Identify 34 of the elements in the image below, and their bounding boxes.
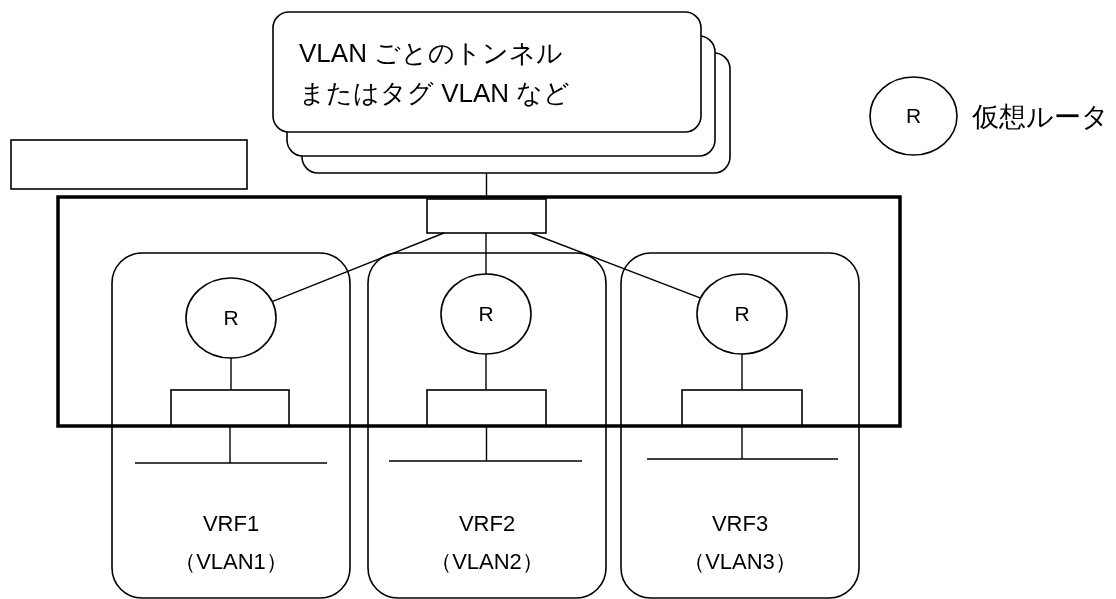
connector-line [485,232,487,275]
connector-line [530,232,702,299]
interface-box [171,390,289,426]
router-label: R [222,306,240,330]
connector-line [230,357,232,391]
interface-box [427,199,546,233]
connector-line [741,353,743,391]
lan-line [389,459,582,463]
router-circle [186,278,276,358]
interface-box [11,140,247,189]
vrf-box [621,253,859,598]
connector-line [485,353,487,391]
vrf-box [112,253,350,598]
interface-box [427,390,546,426]
router-label: R [904,104,923,128]
connector-line [229,425,231,464]
connector-line [485,425,488,462]
vrf-label: VRF1 （VLAN1） [173,510,289,576]
tunnel-box-stack [273,12,730,173]
node-caption: 仮想ルータ [972,101,1109,134]
connector-line [271,232,445,303]
router-label: R [733,302,751,326]
router-circle [697,274,787,354]
router-circle [441,274,531,354]
device-frame [58,197,900,426]
connector-line [741,425,743,460]
tunnel-label: VLAN ごとのトンネルまたはタグ VLAN など [299,37,572,110]
vrf-box [368,253,606,598]
vrf-label: VRF2 （VLAN2） [429,510,545,576]
vrf-label: VRF3 （VLAN3） [682,510,798,576]
lan-line [647,457,838,461]
lan-line [135,461,327,465]
interface-box [682,390,802,426]
router-label: R [477,302,495,326]
